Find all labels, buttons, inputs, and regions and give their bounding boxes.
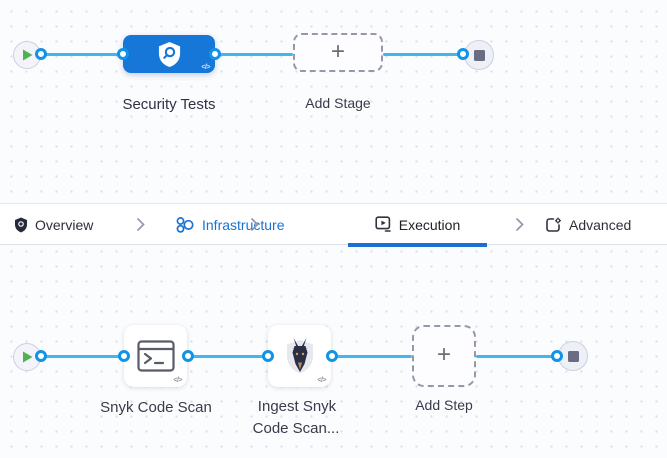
code-badge[interactable]: </> <box>317 377 326 384</box>
chevron-right-icon <box>137 218 145 231</box>
stage-node-security-tests[interactable]: </> <box>123 35 215 73</box>
chevron-right-icon <box>516 218 524 231</box>
step-node-ingest-snyk[interactable]: </> <box>268 325 331 387</box>
step-connector-line <box>41 355 124 358</box>
tab-execution[interactable]: Execution <box>348 204 487 247</box>
shield-icon <box>15 217 27 232</box>
step-label[interactable]: Snyk Code Scan <box>100 399 212 416</box>
chevron-right-icon <box>251 218 259 231</box>
terminal-icon <box>136 340 175 372</box>
add-step-button[interactable]: + <box>412 325 476 387</box>
add-stage-label[interactable]: Add Stage <box>305 95 371 111</box>
stage-connector-line <box>215 53 293 56</box>
connector-dot[interactable] <box>118 350 130 362</box>
active-tab-underline <box>348 243 487 247</box>
step-connector-line <box>476 355 557 358</box>
connector-dot[interactable] <box>326 350 338 362</box>
code-badge[interactable]: </> <box>173 377 182 384</box>
step-label-line2[interactable]: Code Scan... <box>252 420 340 437</box>
stage-connector-line <box>41 53 123 56</box>
connector-dot[interactable] <box>551 350 563 362</box>
tab-label: Advanced <box>569 216 632 233</box>
step-end-node[interactable] <box>558 341 588 371</box>
stage-end-node[interactable] <box>464 40 494 70</box>
connector-dot[interactable] <box>117 48 129 60</box>
plus-icon: + <box>330 37 345 65</box>
add-step-label[interactable]: Add Step <box>415 397 473 413</box>
tab-label: Infrastructure <box>202 216 285 233</box>
connector-dot[interactable] <box>209 48 221 60</box>
stop-icon <box>567 350 579 362</box>
stop-icon <box>473 49 485 61</box>
tab-label: Execution <box>398 216 461 233</box>
connector-dot[interactable] <box>35 350 47 362</box>
code-badge[interactable]: </> <box>201 64 210 71</box>
advanced-icon <box>546 217 561 232</box>
snyk-dog-icon <box>286 338 313 374</box>
tab-overview[interactable]: Overview <box>14 204 93 245</box>
connector-dot[interactable] <box>457 48 469 60</box>
tab-infrastructure[interactable]: Infrastructure <box>175 204 284 245</box>
connector-dot[interactable] <box>262 350 274 362</box>
step-connector-line <box>188 355 268 358</box>
add-stage-button[interactable]: + <box>293 33 383 72</box>
step-node-snyk-code-scan[interactable]: </> <box>124 325 187 387</box>
tab-label: Overview <box>35 216 94 233</box>
step-label-line1[interactable]: Ingest Snyk <box>257 398 337 415</box>
infrastructure-icon <box>176 216 194 233</box>
play-icon <box>22 49 32 61</box>
connector-dot[interactable] <box>182 350 194 362</box>
shield-search-icon <box>158 41 180 67</box>
execution-icon <box>375 216 391 232</box>
plus-icon: + <box>436 341 451 368</box>
step-connector-line <box>332 355 412 358</box>
stage-connector-line <box>383 53 463 56</box>
stage-label[interactable]: Security Tests <box>122 96 216 113</box>
tab-advanced[interactable]: Advanced <box>545 204 631 245</box>
play-icon <box>22 351 32 363</box>
step-start-node[interactable] <box>13 343 41 371</box>
stage-config-tabbar: Overview Infrastructure Execution <box>0 203 667 247</box>
connector-dot[interactable] <box>35 48 47 60</box>
